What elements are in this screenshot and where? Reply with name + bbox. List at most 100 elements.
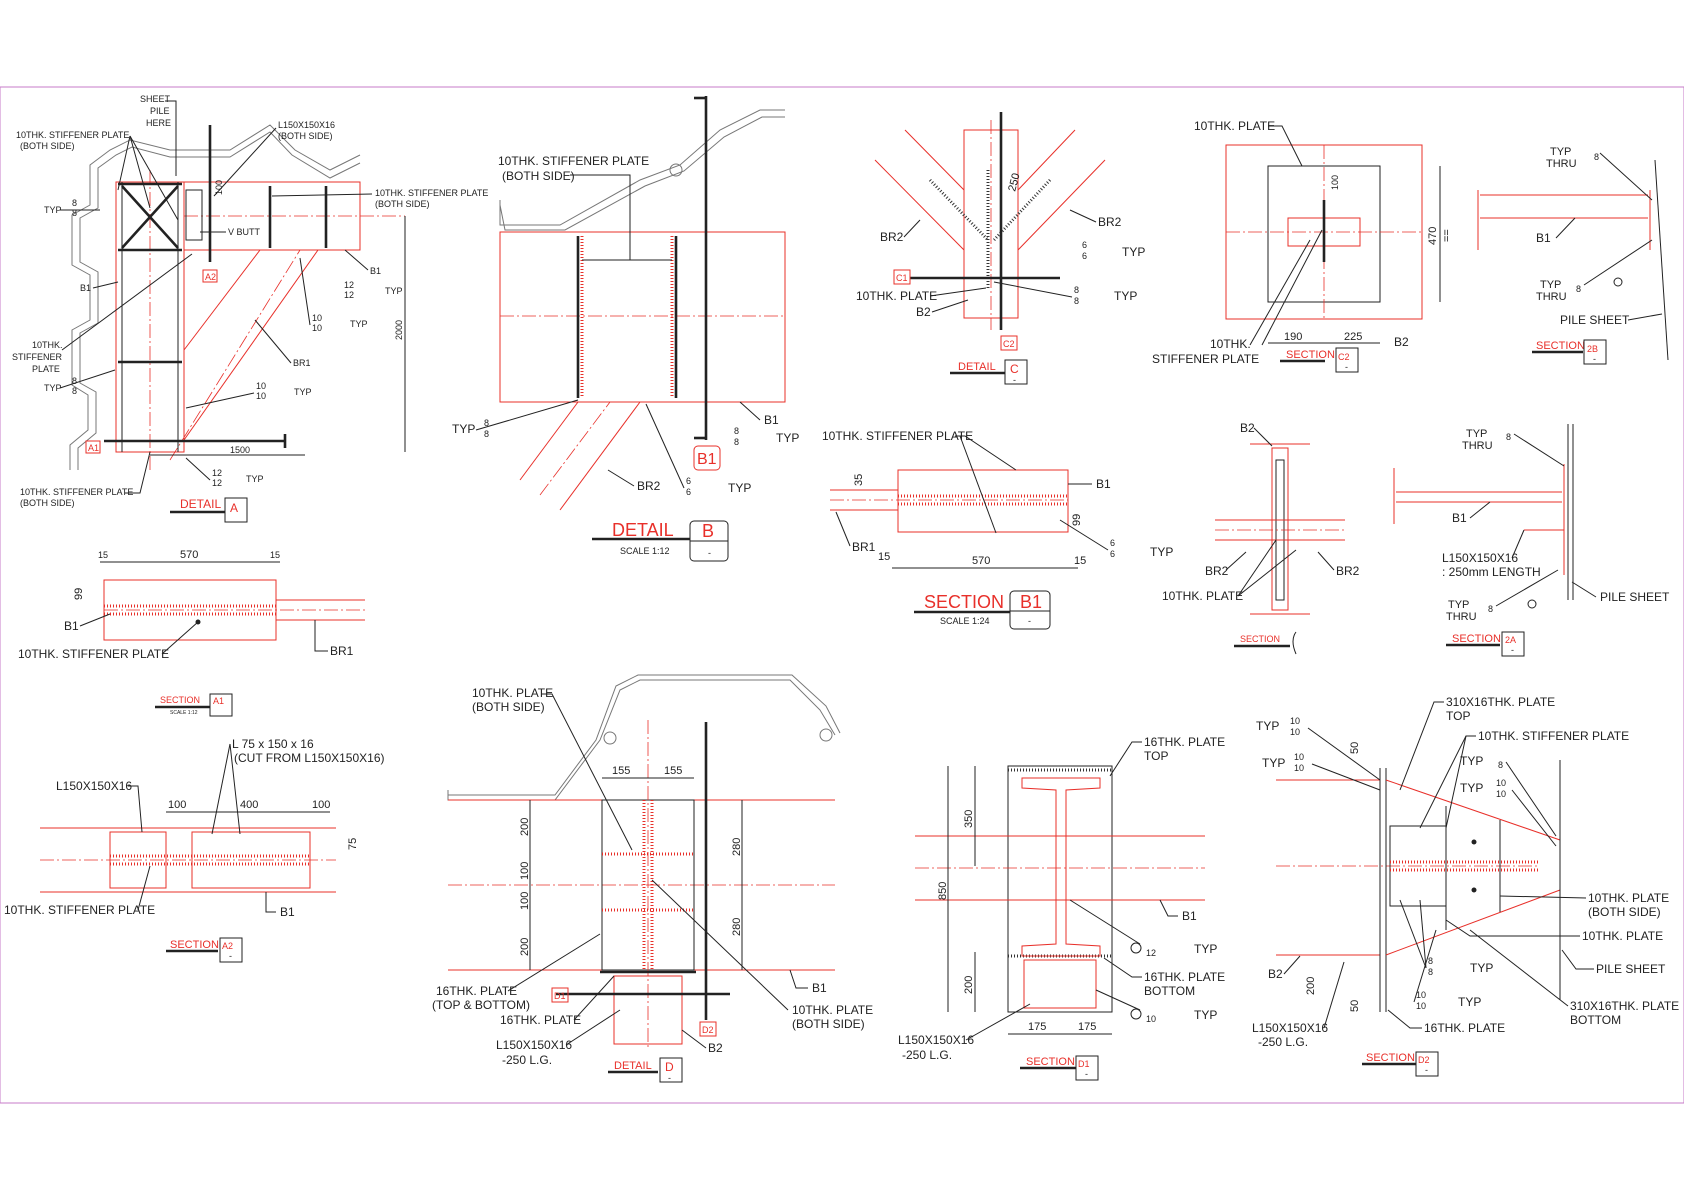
svg-text:THRU: THRU: [1462, 440, 1493, 452]
svg-text:6: 6: [1082, 240, 1087, 250]
svg-text:B1: B1: [1452, 511, 1467, 525]
svg-text:10THK.: 10THK.: [1210, 337, 1251, 351]
svg-text:15: 15: [270, 550, 280, 560]
svg-text:10: 10: [312, 323, 322, 333]
svg-text:-: -: [1425, 1065, 1428, 1075]
svg-text:100: 100: [312, 799, 330, 811]
stiffener-plate: [897, 469, 1069, 533]
svg-text:-: -: [1028, 616, 1031, 626]
svg-text:10THK. STIFFENER PLATE: 10THK. STIFFENER PLATE: [375, 188, 488, 198]
svg-text:175: 175: [1078, 1021, 1096, 1033]
svg-text:(BOTH SIDE): (BOTH SIDE): [1588, 905, 1661, 919]
svg-text:200: 200: [519, 818, 531, 836]
svg-text:THRU: THRU: [1536, 291, 1567, 303]
svg-text:10: 10: [1496, 778, 1506, 788]
section-b1-title: SECTION: [924, 592, 1004, 612]
section-2a: TYP THRU 8 B1 L150X150X16 : 250mm LENGTH…: [1393, 424, 1670, 657]
svg-text:BR2: BR2: [1336, 564, 1360, 578]
svg-text:10THK. PLATE: 10THK. PLATE: [1588, 891, 1669, 905]
svg-text:12: 12: [212, 478, 222, 488]
svg-text:99: 99: [73, 588, 85, 600]
svg-text:BOTTOM: BOTTOM: [1144, 984, 1195, 998]
svg-text:280: 280: [731, 918, 743, 936]
svg-text:310X16THK. PLATE: 310X16THK. PLATE: [1570, 999, 1679, 1013]
svg-text:10THK. PLATE: 10THK. PLATE: [1582, 929, 1663, 943]
svg-text:50: 50: [1349, 742, 1361, 754]
svg-text:(TOP & BOTTOM): (TOP & BOTTOM): [432, 998, 530, 1012]
svg-text:225: 225: [1344, 331, 1362, 343]
svg-text:L150X150X16: L150X150X16: [898, 1033, 974, 1047]
svg-text:100: 100: [1330, 175, 1340, 190]
svg-text:SECTION: SECTION: [1026, 1056, 1075, 1068]
svg-text:B1: B1: [1096, 477, 1111, 491]
svg-text:10: 10: [1290, 716, 1300, 726]
svg-text:L150X150X16: L150X150X16: [1252, 1021, 1328, 1035]
svg-text:SECTION: SECTION: [1452, 633, 1501, 645]
svg-text:12: 12: [344, 280, 354, 290]
svg-text:6: 6: [686, 476, 691, 486]
svg-text:8: 8: [1498, 760, 1503, 770]
main-beam: [499, 231, 786, 403]
svg-text:15: 15: [1074, 555, 1086, 567]
svg-text:12: 12: [212, 468, 222, 478]
svg-text:-250 L.G.: -250 L.G.: [902, 1048, 952, 1062]
svg-text:TYP: TYP: [44, 383, 62, 393]
svg-text:L 75 x 150 x 16: L 75 x 150 x 16: [232, 737, 314, 751]
svg-text:8: 8: [72, 386, 77, 396]
svg-text:TYP: TYP: [1150, 545, 1173, 559]
svg-text:TYP: TYP: [294, 387, 312, 397]
svg-text:(BOTH SIDE): (BOTH SIDE): [472, 700, 545, 714]
cut-tag-b1: B1: [697, 451, 717, 468]
detail-c-title: DETAIL: [958, 361, 996, 373]
svg-text:TYP: TYP: [1256, 719, 1279, 733]
svg-text:-: -: [1593, 354, 1596, 364]
section-c2: 10THK. PLATE 100 470 == 190 225 10THK. S…: [1152, 119, 1453, 373]
svg-text:-: -: [229, 951, 232, 961]
svg-text:BOTTOM: BOTTOM: [1570, 1013, 1621, 1027]
dim-100: 100: [214, 180, 224, 195]
svg-text:STIFFENER: STIFFENER: [12, 352, 63, 362]
section-mid: B2 BR2 BR2 10THK. PLATE SECTION: [1162, 421, 1360, 655]
svg-text:310X16THK. PLATE: 310X16THK. PLATE: [1446, 695, 1555, 709]
section-b1: 10THK. STIFFENER PLATE B1 BR1 35 99 15 5…: [822, 429, 1173, 630]
svg-text:SCALE 1:12: SCALE 1:12: [620, 546, 670, 556]
svg-text:8: 8: [484, 418, 489, 428]
svg-text:16THK. PLATE: 16THK. PLATE: [1144, 735, 1225, 749]
svg-text:THRU: THRU: [1446, 611, 1477, 623]
svg-text:2A: 2A: [1505, 635, 1516, 645]
svg-text:15: 15: [98, 550, 108, 560]
svg-text:BR2: BR2: [1205, 564, 1229, 578]
svg-text:STIFFENER PLATE: STIFFENER PLATE: [1152, 352, 1259, 366]
svg-text:10: 10: [1416, 1001, 1426, 1011]
section-d1: 350 850 200 175 175 16THK. PLATE TOP B1 …: [898, 735, 1225, 1081]
svg-text:-250 L.G.: -250 L.G.: [502, 1053, 552, 1067]
svg-text:C2: C2: [1338, 352, 1350, 362]
svg-text:10THK. PLATE: 10THK. PLATE: [792, 1003, 873, 1017]
svg-text:570: 570: [180, 549, 198, 561]
svg-text:10: 10: [312, 313, 322, 323]
svg-text:D1: D1: [554, 991, 566, 1001]
svg-text:L150X150X16: L150X150X16: [278, 120, 335, 130]
svg-text:10THK. STIFFENER PLATE: 10THK. STIFFENER PLATE: [4, 903, 155, 917]
svg-text:8: 8: [1428, 967, 1433, 977]
svg-text:100: 100: [519, 862, 531, 880]
svg-text:B1: B1: [280, 905, 295, 919]
svg-text:200: 200: [1305, 977, 1317, 995]
svg-text:TYP: TYP: [1194, 942, 1217, 956]
section-a2: 100 400 100 75 L 75 x 150 x 16 (CUT FROM…: [4, 737, 385, 963]
svg-text:155: 155: [612, 765, 630, 777]
svg-text:75: 75: [347, 838, 359, 850]
svg-text:6: 6: [1110, 549, 1115, 559]
detail-a-tag: A: [230, 501, 238, 515]
svg-text:TOP: TOP: [1446, 709, 1470, 723]
svg-text:A2: A2: [222, 941, 233, 951]
svg-text:DETAIL: DETAIL: [614, 1060, 652, 1072]
sheet-border: [0, 86, 1684, 1104]
svg-text:TYP: TYP: [1460, 781, 1483, 795]
svg-text:(BOTH SIDE): (BOTH SIDE): [20, 498, 75, 508]
svg-text:-: -: [1085, 1069, 1088, 1079]
svg-text:TYP: TYP: [1194, 1008, 1217, 1022]
svg-text:TYP: TYP: [1470, 961, 1493, 975]
svg-text:16THK. PLATE: 16THK. PLATE: [1144, 970, 1225, 984]
